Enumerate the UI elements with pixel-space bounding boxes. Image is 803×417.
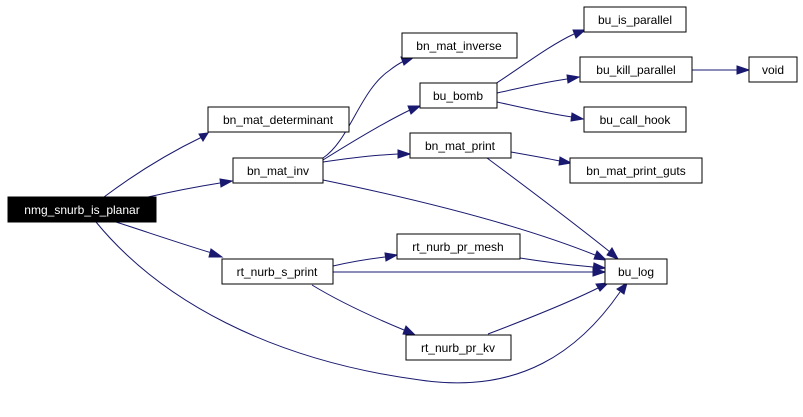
node-void[interactable]: void xyxy=(748,56,798,83)
node-label: bu_log xyxy=(618,265,654,279)
node-bn_mat_inv[interactable]: bn_mat_inv xyxy=(232,157,324,184)
edge-root-to-bn_mat_inv xyxy=(147,182,221,198)
node-label: bn_mat_inverse xyxy=(416,39,502,53)
arrowhead xyxy=(592,262,607,272)
node-nmg_snurb_is_planar[interactable]: nmg_snurb_is_planar xyxy=(7,196,157,223)
edge-bn_mat_print-to-bn_mat_print_guts xyxy=(510,151,561,162)
node-bn_mat_print[interactable]: bn_mat_print xyxy=(409,132,512,159)
node-bu_is_parallel[interactable]: bu_is_parallel xyxy=(583,6,687,33)
arrowhead xyxy=(402,325,417,336)
arrowhead xyxy=(407,105,422,115)
node-label: bn_mat_print xyxy=(425,139,496,153)
arrowhead xyxy=(736,65,751,75)
node-rt_nurb_pr_kv[interactable]: rt_nurb_pr_kv xyxy=(405,334,512,361)
edge-root-to-bn_mat_determinant xyxy=(103,136,203,198)
node-label: void xyxy=(762,63,784,77)
arrowhead xyxy=(219,178,234,188)
edge-bn_mat_inv-to-bu_log xyxy=(322,179,596,256)
node-label: bu_kill_parallel xyxy=(596,63,675,77)
arrowhead xyxy=(397,149,412,159)
edge-bu_bomb-to-bu_is_parallel xyxy=(494,33,575,85)
node-label: rt_nurb_pr_kv xyxy=(421,341,495,355)
node-label: bn_mat_print_guts xyxy=(586,164,685,178)
edges xyxy=(95,29,751,384)
arrowhead xyxy=(572,29,587,39)
edge-root-to-rt_nurb_s_print xyxy=(115,221,213,254)
node-label: nmg_snurb_is_planar xyxy=(24,203,139,217)
node-bu_log[interactable]: bu_log xyxy=(604,258,668,285)
node-label: rt_nurb_s_print xyxy=(237,265,318,279)
node-bn_mat_inverse[interactable]: bn_mat_inverse xyxy=(401,32,518,59)
edge-bn_mat_inv-to-bu_bomb xyxy=(322,109,411,161)
node-label: bu_call_hook xyxy=(600,113,672,127)
edge-rt_nurb_s_print-to-rt_nurb_pr_mesh xyxy=(332,256,386,267)
edge-rt_nurb_s_print-to-rt_nurb_pr_kv xyxy=(311,284,405,331)
node-label: bu_bomb xyxy=(433,89,483,103)
node-bu_kill_parallel[interactable]: bu_kill_parallel xyxy=(579,56,693,83)
edge-root-to-bu_log xyxy=(95,221,621,384)
edge-bu_bomb-to-bu_kill_parallel xyxy=(496,78,568,94)
arrowhead xyxy=(558,156,573,166)
arrowhead xyxy=(570,112,585,122)
edge-bn_mat_inv-to-bn_mat_inverse xyxy=(322,60,405,159)
edge-rt_nurb_pr_kv-to-bu_log xyxy=(487,287,599,335)
edge-bu_bomb-to-bu_call_hook xyxy=(496,101,573,118)
edge-bn_mat_inv-to-bn_mat_print xyxy=(322,153,399,163)
edge-bn_mat_print-to-bu_log xyxy=(486,157,611,253)
edge-rt_nurb_pr_mesh-to-bu_log xyxy=(519,257,594,268)
arrowhead xyxy=(595,282,610,292)
arrowhead xyxy=(616,281,628,295)
node-label: bn_mat_determinant xyxy=(223,113,334,127)
node-label: rt_nurb_pr_mesh xyxy=(412,240,503,254)
node-bu_call_hook[interactable]: bu_call_hook xyxy=(583,106,687,133)
arrowhead xyxy=(606,247,620,260)
node-bn_mat_determinant[interactable]: bn_mat_determinant xyxy=(207,106,350,133)
arrowhead xyxy=(566,74,581,84)
arrowhead xyxy=(593,250,608,261)
node-label: bu_is_parallel xyxy=(598,13,672,27)
arrowhead xyxy=(384,252,399,262)
arrowhead xyxy=(208,248,224,258)
node-rt_nurb_pr_mesh[interactable]: rt_nurb_pr_mesh xyxy=(396,233,521,260)
node-rt_nurb_s_print[interactable]: rt_nurb_s_print xyxy=(221,258,334,285)
arrowhead xyxy=(198,132,209,142)
node-bu_bomb[interactable]: bu_bomb xyxy=(419,82,498,109)
node-bn_mat_print_guts[interactable]: bn_mat_print_guts xyxy=(569,157,703,184)
node-label: bn_mat_inv xyxy=(247,164,309,178)
nodes: nmg_snurb_is_planar bn_mat_determinant b… xyxy=(7,6,798,361)
